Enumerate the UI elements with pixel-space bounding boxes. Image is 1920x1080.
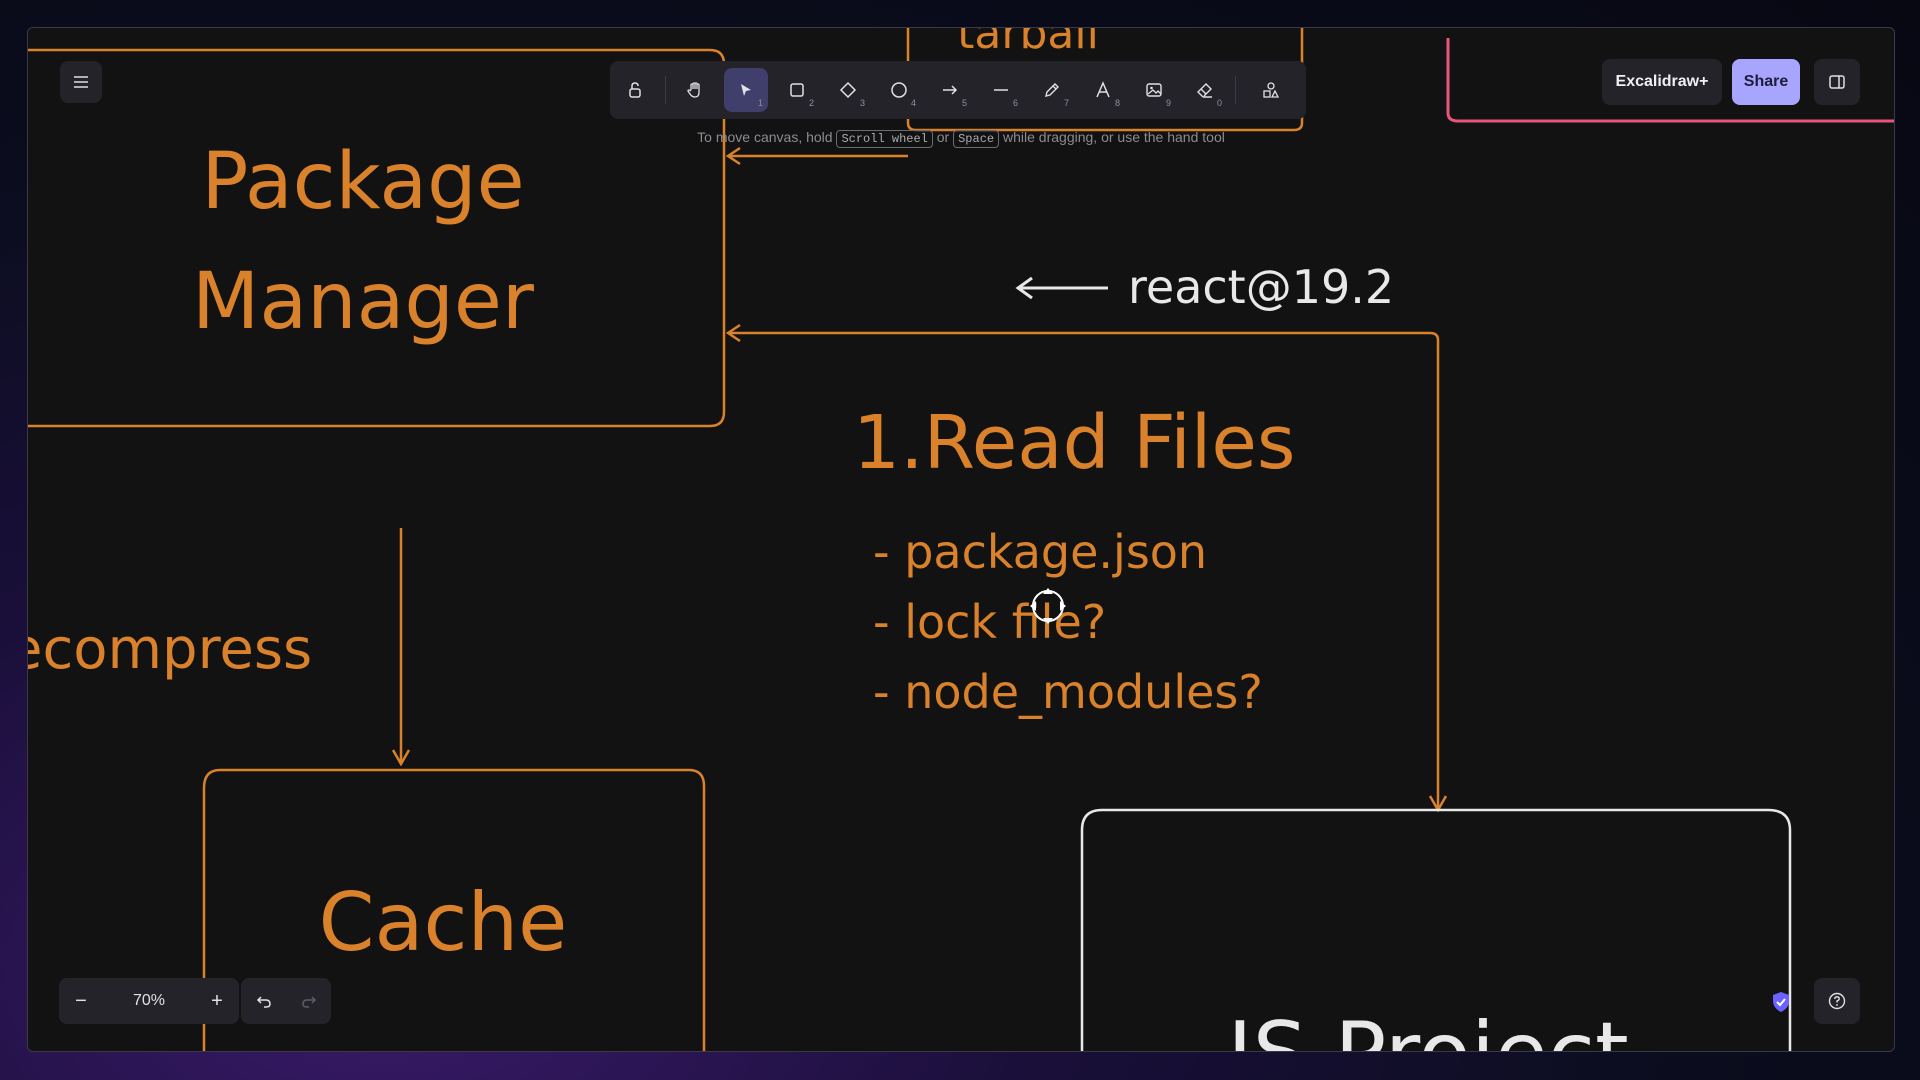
tool-num: 1 bbox=[757, 98, 763, 108]
js-project-box[interactable] bbox=[1080, 808, 1792, 1051]
hamburger-icon bbox=[74, 76, 88, 88]
tool-selection[interactable]: 1 bbox=[724, 68, 768, 112]
tool-text[interactable]: 8 bbox=[1081, 68, 1125, 112]
cache-box[interactable] bbox=[202, 768, 706, 1051]
tool-line[interactable]: 6 bbox=[979, 68, 1023, 112]
zoom-out-button[interactable]: − bbox=[75, 989, 87, 1012]
redo-icon bbox=[301, 996, 316, 1008]
rectangle-icon bbox=[790, 83, 804, 97]
js-project-label: JS Project bbox=[1222, 1004, 1629, 1051]
hint-key-scroll: Scroll wheel bbox=[836, 130, 933, 148]
canvas-hint: To move canvas, hold Scroll wheel or Spa… bbox=[28, 129, 1894, 148]
tool-lock[interactable] bbox=[613, 68, 657, 112]
main-menu-button[interactable] bbox=[60, 61, 102, 103]
tool-num: 6 bbox=[1012, 98, 1018, 108]
tool-num: 3 bbox=[859, 98, 865, 108]
help-icon bbox=[1828, 992, 1846, 1010]
tool-num: 5 bbox=[961, 98, 967, 108]
drawing-canvas[interactable]: tarball Package Manager react@19.2 1.Rea… bbox=[28, 28, 1894, 1051]
pointer-icon bbox=[741, 84, 751, 96]
hand-icon bbox=[687, 82, 700, 98]
read-files-item-1: - package.json bbox=[873, 525, 1207, 579]
toolbar-divider bbox=[665, 76, 666, 104]
tool-rectangle[interactable]: 2 bbox=[775, 68, 819, 112]
redo-button[interactable] bbox=[286, 978, 331, 1024]
tool-num: 8 bbox=[1114, 98, 1120, 108]
read-files-item-3: - node_modules? bbox=[873, 665, 1263, 719]
share-button[interactable]: Share bbox=[1732, 59, 1800, 105]
hint-suffix: while dragging, or use the hand tool bbox=[1003, 129, 1225, 145]
line-icon bbox=[994, 89, 1008, 91]
hint-key-space: Space bbox=[953, 130, 1000, 148]
ellipse-icon bbox=[891, 82, 907, 98]
eraser-icon bbox=[1197, 83, 1212, 98]
tool-image[interactable]: 9 bbox=[1132, 68, 1176, 112]
app-window: tarball Package Manager react@19.2 1.Rea… bbox=[27, 27, 1895, 1052]
package-manager-box[interactable] bbox=[28, 48, 726, 428]
tool-hand[interactable] bbox=[673, 68, 717, 112]
move-cursor-icon bbox=[1030, 588, 1066, 624]
decompress-label: ecompress bbox=[28, 617, 312, 682]
pencil-icon bbox=[1045, 83, 1059, 97]
cache-label: Cache bbox=[319, 876, 568, 969]
sidebar-toggle-button[interactable] bbox=[1814, 59, 1860, 105]
toolbar: 1 2 3 4 5 6 7 8 bbox=[610, 61, 1306, 119]
diamond-icon bbox=[839, 81, 857, 99]
tool-draw[interactable]: 7 bbox=[1030, 68, 1074, 112]
toolbar-divider bbox=[1235, 76, 1236, 104]
tool-num: 9 bbox=[1165, 98, 1171, 108]
arrow-loop[interactable] bbox=[728, 331, 1440, 808]
tool-num: 0 bbox=[1216, 98, 1222, 108]
tool-ellipse[interactable]: 4 bbox=[877, 68, 921, 112]
version-label: react@19.2 bbox=[1128, 260, 1394, 314]
tarball-box[interactable] bbox=[906, 28, 1304, 132]
tool-num: 7 bbox=[1063, 98, 1069, 108]
text-icon bbox=[1096, 81, 1110, 98]
package-manager-line2: Manager bbox=[192, 257, 535, 347]
arrow-icon bbox=[943, 85, 958, 95]
hint-prefix: To move canvas, hold bbox=[697, 129, 833, 145]
undo-button[interactable] bbox=[241, 978, 286, 1024]
tool-num: 4 bbox=[910, 98, 916, 108]
undo-icon bbox=[256, 996, 271, 1008]
tarball-label: tarball bbox=[957, 28, 1099, 59]
excalidraw-plus-button[interactable]: Excalidraw+ bbox=[1602, 59, 1722, 105]
help-button[interactable] bbox=[1814, 978, 1860, 1024]
pink-box[interactable] bbox=[1446, 38, 1894, 123]
sidebar-icon bbox=[1829, 75, 1845, 89]
tool-num: 2 bbox=[808, 98, 814, 108]
encryption-indicator[interactable] bbox=[1764, 985, 1798, 1019]
hint-or: or bbox=[936, 129, 950, 145]
package-manager-line1: Package bbox=[201, 137, 524, 227]
tool-eraser[interactable]: 0 bbox=[1183, 68, 1227, 112]
tool-extra[interactable] bbox=[1249, 68, 1293, 112]
shield-check-icon bbox=[1773, 992, 1789, 1012]
tool-arrow[interactable]: 5 bbox=[928, 68, 972, 112]
shapes-icon bbox=[1263, 82, 1280, 98]
lock-open-icon bbox=[629, 82, 641, 98]
zoom-level[interactable]: 70% bbox=[132, 992, 166, 1009]
zoom-controls: − 70% + bbox=[59, 978, 239, 1024]
read-files-title: 1.Read Files bbox=[853, 400, 1295, 486]
tool-diamond[interactable]: 3 bbox=[826, 68, 870, 112]
read-files-item-2: - lock file? bbox=[873, 595, 1106, 649]
undo-redo-controls bbox=[241, 978, 331, 1024]
zoom-in-button[interactable]: + bbox=[211, 989, 223, 1012]
image-icon bbox=[1146, 83, 1162, 97]
